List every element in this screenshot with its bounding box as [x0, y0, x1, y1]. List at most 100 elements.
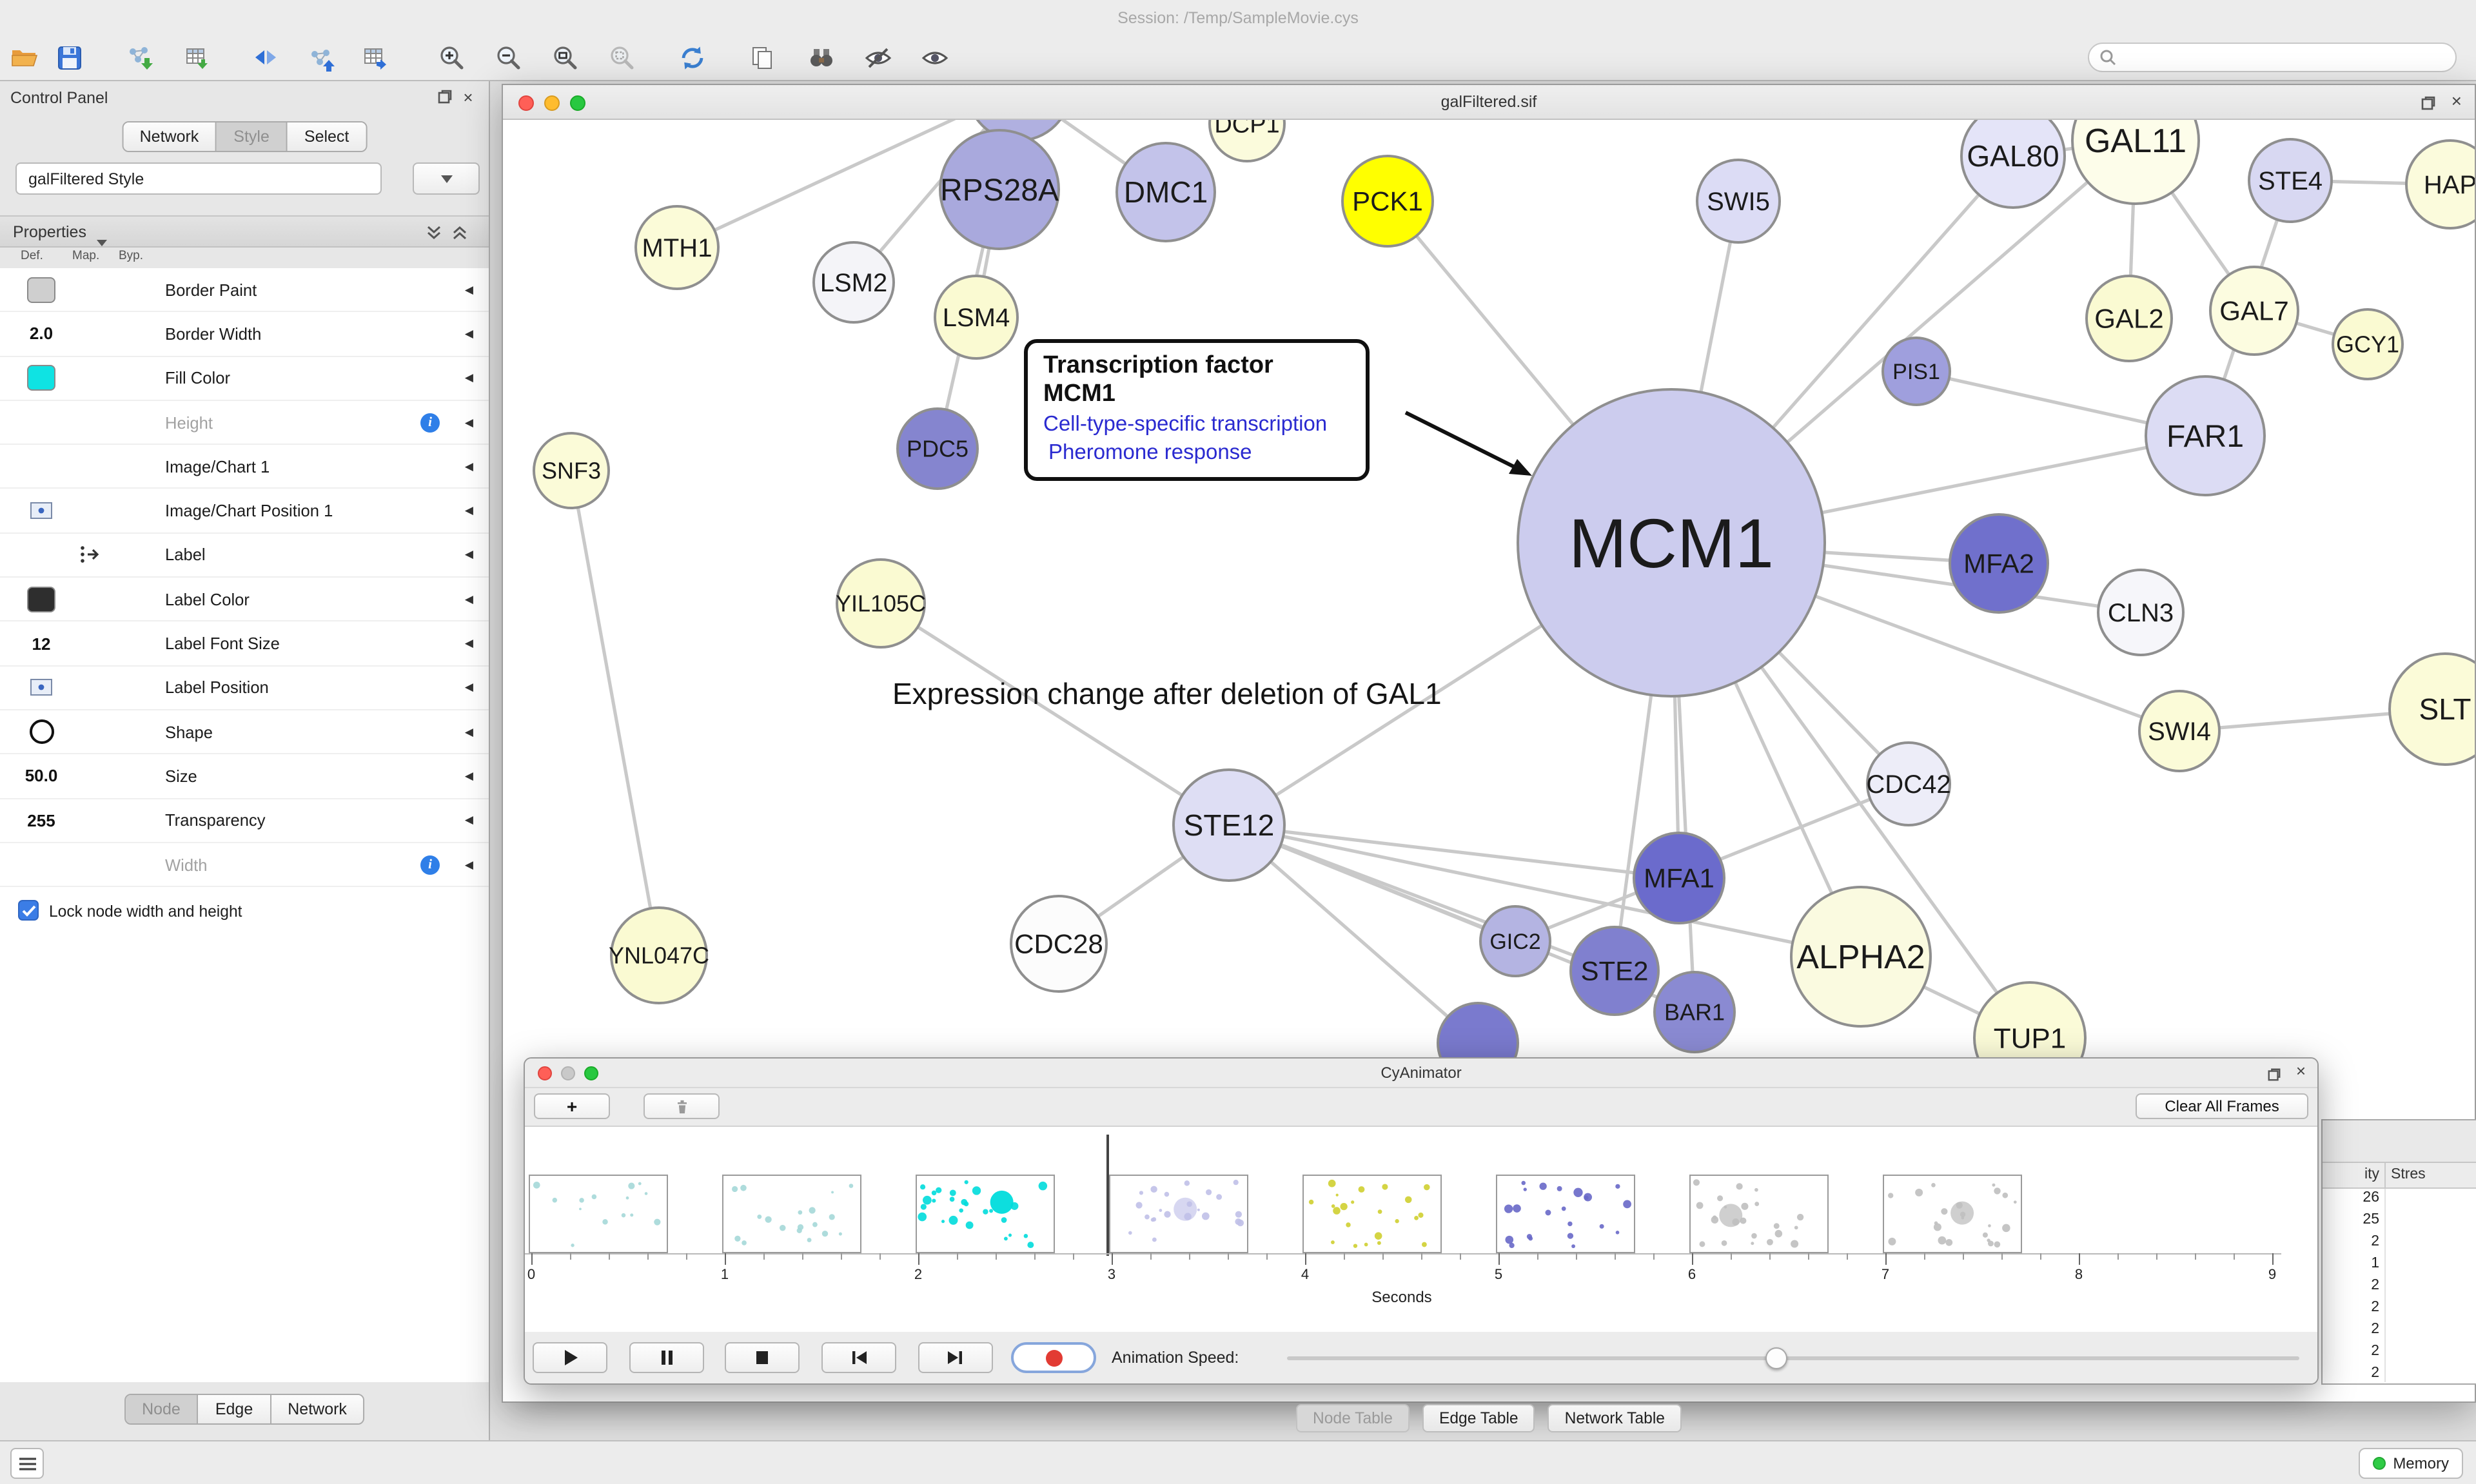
- frame-thumbnail-6[interactable]: [1689, 1175, 1829, 1253]
- mapping-cell[interactable]: [67, 799, 113, 842]
- network-node-gal2[interactable]: GAL2: [2085, 275, 2173, 362]
- refresh-view-button[interactable]: [672, 37, 713, 77]
- style-property-row[interactable]: Label◀: [0, 533, 489, 578]
- network-node-ste12[interactable]: STE12: [1172, 768, 1286, 882]
- network-node-gal7[interactable]: GAL7: [2209, 266, 2299, 356]
- default-value-cell[interactable]: 255: [15, 799, 67, 842]
- table-row[interactable]: 26: [2323, 1189, 2476, 1211]
- network-node-swi4[interactable]: SWI4: [2138, 690, 2221, 772]
- style-selector[interactable]: galFiltered Style: [15, 162, 382, 195]
- timeline-playhead[interactable]: [1106, 1135, 1108, 1256]
- tab-network-style[interactable]: Network: [271, 1395, 364, 1423]
- tab-select[interactable]: Select: [287, 122, 366, 151]
- column-header-centrality[interactable]: ity: [2364, 1167, 2379, 1182]
- network-node-gal80[interactable]: GAL80: [1960, 120, 2066, 209]
- color-swatch[interactable]: [27, 277, 55, 303]
- network-node-cdc28[interactable]: CDC28: [1010, 895, 1108, 993]
- save-session-button[interactable]: [49, 37, 90, 77]
- skip-to-start-button[interactable]: [821, 1342, 896, 1373]
- annotation-link-1[interactable]: Cell-type-specific transcription: [1043, 413, 1328, 436]
- mapping-cell[interactable]: [67, 578, 113, 621]
- network-node-gcy1[interactable]: GCY1: [2332, 308, 2404, 380]
- float-window-icon[interactable]: [2421, 94, 2436, 117]
- properties-header-bar[interactable]: Properties: [0, 215, 489, 248]
- tab-network-table[interactable]: Network Table: [1548, 1404, 1682, 1432]
- annotation-link-2[interactable]: Pheromone response: [1048, 441, 1252, 464]
- import-network-button[interactable]: [119, 37, 160, 77]
- close-panel-icon[interactable]: ×: [463, 88, 473, 107]
- default-value-cell[interactable]: [15, 710, 67, 754]
- expand-arrow-icon[interactable]: ◀: [464, 857, 473, 870]
- ellipse-shape-icon[interactable]: [29, 719, 54, 745]
- style-options-button[interactable]: [413, 162, 480, 195]
- record-button[interactable]: [1011, 1342, 1096, 1373]
- column-header-stress[interactable]: Stres: [2384, 1163, 2476, 1187]
- network-node-far1[interactable]: FAR1: [2145, 375, 2266, 496]
- mapping-cell[interactable]: [67, 356, 113, 400]
- lock-checkbox[interactable]: [18, 900, 39, 921]
- mapping-cell[interactable]: [67, 489, 113, 532]
- network-node-pis1[interactable]: PIS1: [1882, 337, 1951, 406]
- pause-button[interactable]: [629, 1342, 704, 1373]
- search-input[interactable]: [2123, 48, 2445, 66]
- frame-thumbnail-2[interactable]: [916, 1175, 1055, 1253]
- zoom-in-button[interactable]: [431, 37, 472, 77]
- network-node-pck1[interactable]: PCK1: [1341, 155, 1434, 248]
- expand-arrow-icon[interactable]: ◀: [464, 547, 473, 561]
- mapping-cell[interactable]: [67, 313, 113, 356]
- network-node-gic2[interactable]: GIC2: [1479, 905, 1551, 977]
- collapse-all-icon[interactable]: [426, 224, 442, 248]
- network-node-mcm1[interactable]: MCM1: [1517, 388, 1826, 698]
- expand-arrow-icon[interactable]: ◀: [464, 680, 473, 694]
- show-all-button[interactable]: [914, 37, 956, 77]
- style-property-row[interactable]: Shape◀: [0, 710, 489, 755]
- mapping-cell[interactable]: [67, 710, 113, 754]
- table-row[interactable]: 1: [2323, 1255, 2476, 1276]
- expand-all-icon[interactable]: [451, 224, 468, 248]
- expand-arrow-icon[interactable]: ◀: [464, 768, 473, 782]
- minimize-window-button[interactable]: [544, 95, 560, 111]
- tab-node-table[interactable]: Node Table: [1295, 1404, 1410, 1432]
- network-node-snf3[interactable]: SNF3: [533, 432, 610, 509]
- play-button[interactable]: [533, 1342, 607, 1373]
- panel-toggle-button[interactable]: [10, 1448, 44, 1479]
- table-row[interactable]: 2: [2323, 1364, 2476, 1386]
- copy-button[interactable]: [742, 37, 783, 77]
- mapping-cell[interactable]: [67, 534, 113, 577]
- table-row[interactable]: 2: [2323, 1276, 2476, 1298]
- network-node-dmc1[interactable]: DMC1: [1115, 142, 1216, 242]
- default-value-cell[interactable]: [15, 401, 67, 444]
- frame-thumbnail-5[interactable]: [1496, 1175, 1635, 1253]
- stop-button[interactable]: [725, 1342, 800, 1373]
- search-box[interactable]: [2088, 43, 2457, 72]
- network-node-ste2[interactable]: STE2: [1569, 926, 1660, 1016]
- zoom-window-button[interactable]: [584, 1066, 598, 1080]
- table-row[interactable]: 2: [2323, 1342, 2476, 1364]
- export-network-button[interactable]: [300, 37, 342, 77]
- mapping-cell[interactable]: [67, 666, 113, 709]
- table-row[interactable]: 2: [2323, 1233, 2476, 1255]
- default-value-cell[interactable]: 50.0: [15, 755, 67, 798]
- tab-node-style[interactable]: Node: [125, 1395, 199, 1423]
- network-node-cln3[interactable]: CLN3: [2097, 569, 2185, 656]
- expand-arrow-icon[interactable]: ◀: [464, 725, 473, 738]
- style-property-row[interactable]: Image/Chart Position 1◀: [0, 489, 489, 534]
- network-node-lsm2[interactable]: LSM2: [812, 241, 895, 324]
- open-session-button[interactable]: [4, 37, 45, 77]
- zoom-window-button[interactable]: [570, 95, 585, 111]
- network-node-pdc5[interactable]: PDC5: [896, 407, 979, 490]
- table-row[interactable]: 2: [2323, 1320, 2476, 1342]
- minimize-window-button[interactable]: [561, 1066, 575, 1080]
- export-table-button[interactable]: [355, 37, 396, 77]
- expand-arrow-icon[interactable]: ◀: [464, 592, 473, 605]
- close-window-button[interactable]: [538, 1066, 552, 1080]
- frame-thumbnail-4[interactable]: [1302, 1175, 1442, 1253]
- network-node-slt[interactable]: SLT: [2388, 652, 2475, 766]
- style-property-row[interactable]: Image/Chart 1◀: [0, 445, 489, 489]
- expand-arrow-icon[interactable]: ◀: [464, 813, 473, 826]
- default-value-cell[interactable]: [15, 843, 67, 886]
